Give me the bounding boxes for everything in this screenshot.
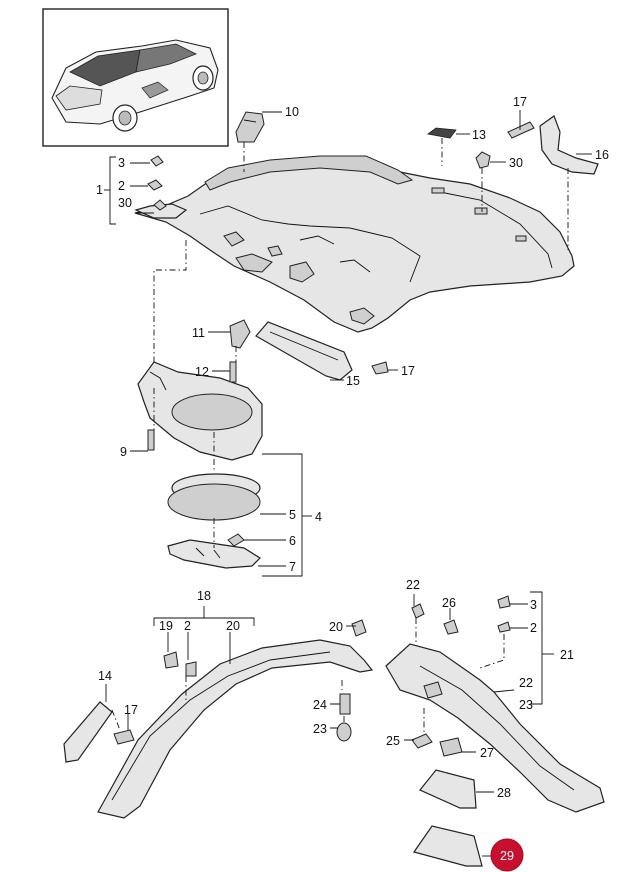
sun-visor (137, 319, 263, 461)
callout-23: 23 (313, 722, 327, 736)
b-pillar-trim (385, 595, 605, 813)
callout-18: 18 (197, 589, 211, 603)
part-13-pad (427, 127, 457, 139)
callout-20: 20 (329, 620, 343, 634)
callout-labels: 1 3 2 30 10 13 17 30 16 11 12 15 17 9 5 … (96, 95, 609, 800)
headliner-panel (134, 155, 575, 333)
part-10-bracket (235, 111, 265, 143)
callout-14: 14 (98, 669, 112, 683)
part-14-strip (63, 701, 135, 763)
vanity-mirror (167, 473, 261, 569)
callout-29-highlight[interactable]: 29 (490, 838, 524, 872)
car-thumbnail (42, 8, 229, 147)
callout-9: 9 (120, 445, 127, 459)
callout-17-top: 17 (513, 95, 527, 109)
fastener-parts (336, 619, 463, 757)
callout-21: 21 (560, 648, 574, 662)
part-16-trim (539, 115, 599, 175)
callout-17-bottom: 17 (124, 703, 138, 717)
callout-3: 3 (118, 156, 125, 170)
callout-7: 7 (289, 560, 296, 574)
callout-11: 11 (192, 326, 205, 340)
part-30-clip (475, 151, 491, 169)
callout-22-bottom: 22 (519, 676, 533, 690)
part-28-cover (419, 769, 477, 809)
callout-30-left: 30 (118, 196, 132, 210)
callout-1: 1 (96, 183, 103, 197)
callout-19: 19 (159, 619, 173, 633)
callout-24: 24 (313, 698, 327, 712)
callout-22-top: 22 (406, 578, 420, 592)
callout-12: 12 (195, 365, 209, 379)
callout-13: 13 (472, 128, 486, 142)
callout-2-b-pillar: 2 (530, 621, 537, 635)
part-15-plate (255, 321, 389, 381)
callout-15: 15 (346, 374, 360, 388)
callout-4: 4 (315, 510, 322, 524)
leader-lines (104, 110, 592, 857)
part-29-cover (413, 825, 483, 867)
callout-30-right: 30 (509, 156, 523, 170)
callout-27: 27 (480, 746, 494, 760)
callout-2-a-pillar: 2 (184, 619, 191, 633)
a-pillar-trim (97, 639, 374, 819)
callout-28: 28 (497, 786, 511, 800)
callout-25: 25 (386, 734, 400, 748)
clips-left-group (147, 155, 167, 211)
callout-20-a-pillar: 20 (226, 619, 240, 633)
callout-17-mid: 17 (401, 364, 415, 378)
callout-3-b-pillar: 3 (530, 598, 537, 612)
callout-16: 16 (595, 148, 609, 162)
highlight-badge[interactable] (490, 838, 524, 872)
callout-6: 6 (289, 534, 296, 548)
callout-2: 2 (118, 179, 125, 193)
callout-26: 26 (442, 596, 456, 610)
callout-29[interactable]: 29 (500, 849, 514, 863)
callout-23-bracket: 23 (519, 698, 533, 712)
callout-10: 10 (285, 105, 299, 119)
part-17-screw (507, 121, 535, 139)
callout-5: 5 (289, 508, 296, 522)
